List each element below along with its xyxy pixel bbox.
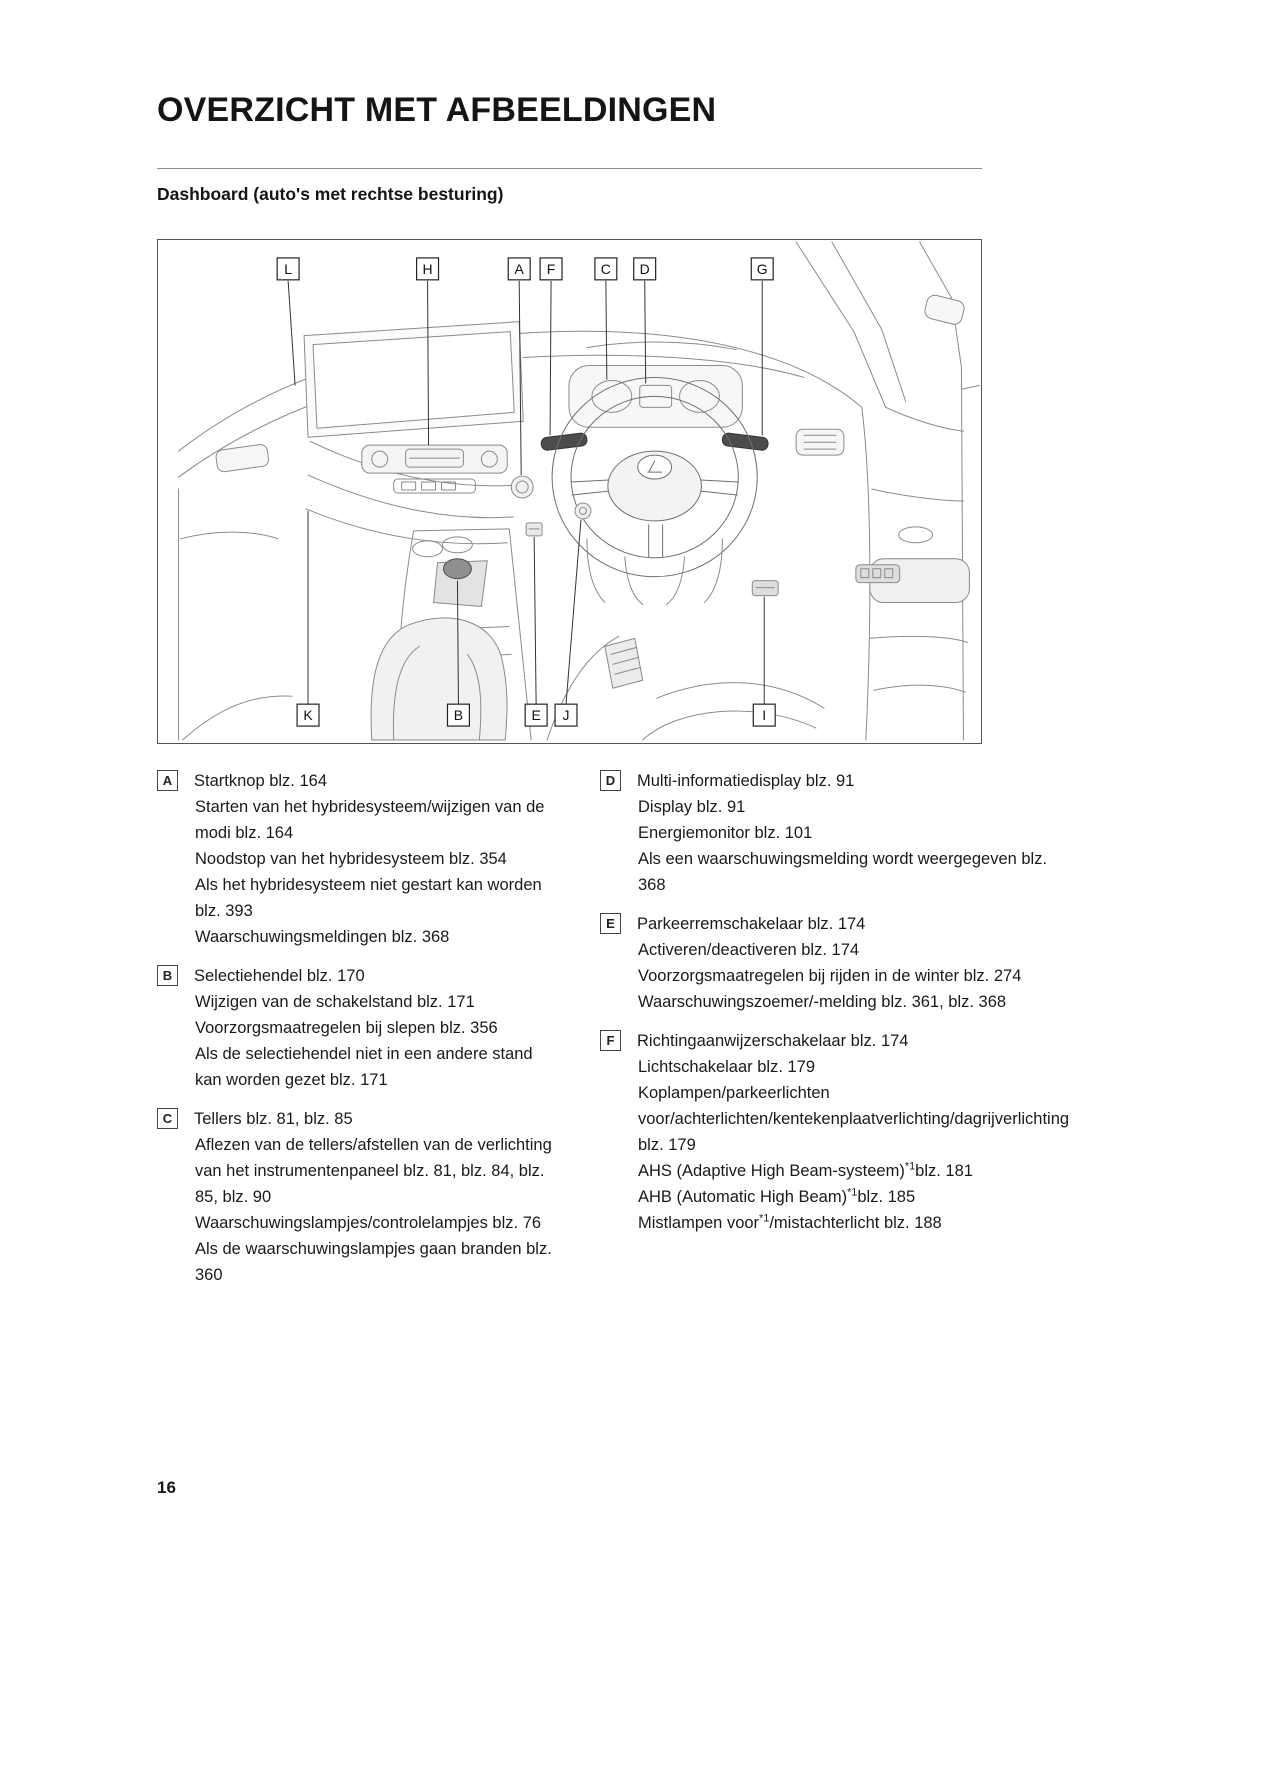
callout-letter: G <box>757 261 768 277</box>
legend-line: AHB (Automatic High Beam)*1blz. 185 <box>638 1186 916 1206</box>
legend-line: Starten van het hybridesysteem/wijzigen … <box>195 798 545 842</box>
legend-letter-box: D <box>600 770 621 791</box>
legend-section-D: D Multi-informatiedisplay blz. 91 Display … <box>600 768 1069 898</box>
legend-line: Als het hybridesysteem niet gestart kan … <box>195 876 542 920</box>
legend-letter-box: F <box>600 1030 621 1051</box>
legend-head: F Richtingaanwijzerschakelaar blz. 174 <box>600 1028 1069 1054</box>
callout-letter: H <box>423 261 433 277</box>
air-vent-right <box>795 428 845 456</box>
legend-line: Waarschuwingslampjes/controlelampjes blz… <box>195 1214 542 1232</box>
legend-head: A Startknop blz. 164 <box>157 768 554 794</box>
infotainment-screen <box>303 321 524 438</box>
legend-letter-box: A <box>157 770 178 791</box>
callout-letter: C <box>601 261 611 277</box>
legend-line: Waarschuwingszoemer/-melding blz. 361, b… <box>638 993 1007 1011</box>
dashboard-figure: L H A F C <box>157 239 982 744</box>
section-subtitle: Dashboard (auto's met rechtse besturing) <box>157 184 504 204</box>
figure-callout: I <box>752 703 776 727</box>
legend-line: Display blz. 91 <box>638 798 746 816</box>
legend-title: Tellers blz. 81, blz. 85 <box>194 1110 353 1128</box>
parking-brake-switch <box>525 522 543 537</box>
figure-callout: D <box>633 257 657 281</box>
figure-callout: C <box>594 257 618 281</box>
legend-line: Aflezen van de tellers/afstellen van de … <box>195 1136 552 1206</box>
legend-line: AHS (Adaptive High Beam-systeem)*1blz. 1… <box>638 1160 973 1180</box>
legend-letter-box: E <box>600 913 621 934</box>
legend-line: Noodstop van het hybridesysteem blz. 354 <box>195 850 507 868</box>
legend-title: Richtingaanwijzerschakelaar blz. 174 <box>637 1032 909 1050</box>
legend-section-C: C Tellers blz. 81, blz. 85 Aflezen van de … <box>157 1106 554 1288</box>
legend-letter-box: C <box>157 1108 178 1129</box>
figure-callout: B <box>446 703 470 727</box>
figure-callout: K <box>296 703 320 727</box>
pedal <box>604 637 644 689</box>
door-panel <box>855 406 970 741</box>
legend-title: Parkeerremschakelaar blz. 174 <box>637 915 866 933</box>
legend-line: Wijzigen van de schakelstand blz. 171 <box>195 993 475 1011</box>
air-vent-left <box>215 444 270 473</box>
callout-letter: K <box>303 707 313 723</box>
callout-letter: J <box>563 707 570 723</box>
callout-letter: B <box>454 707 463 723</box>
title-rule <box>157 168 982 169</box>
figure-callouts-top: L H A F C <box>276 257 774 281</box>
center-stack-controls <box>361 444 508 494</box>
page-number: 16 <box>157 1478 176 1497</box>
legend-letter-box: B <box>157 965 178 986</box>
lower-right-switch-panel <box>751 580 779 597</box>
legend-line: Mistlampen voor*1/mistachterlicht blz. 1… <box>638 1212 942 1232</box>
legend-line: Als een waarschuwingsmelding wordt weerg… <box>638 850 1048 894</box>
legend-line: Lichtschakelaar blz. 179 <box>638 1058 816 1076</box>
callout-leader-lines <box>287 280 765 705</box>
legend-title: Startknop blz. 164 <box>194 772 327 790</box>
lower-dash-knob <box>574 502 592 520</box>
figure-callout: A <box>507 257 531 281</box>
figure-callout: H <box>416 257 440 281</box>
dashboard-drawing <box>178 241 980 741</box>
figure-callout: J <box>554 703 578 727</box>
lexus-logo-icon <box>647 460 663 473</box>
steering-wheel <box>551 376 758 578</box>
legend-head: D Multi-informatiedisplay blz. 91 <box>600 768 1069 794</box>
legend-column-right: D Multi-informatiedisplay blz. 91 Display … <box>600 768 1069 1301</box>
figure-callouts-bottom: K B E J I <box>296 703 776 727</box>
start-button <box>510 475 534 499</box>
legend-line: Waarschuwingsmeldingen blz. 368 <box>195 928 450 946</box>
callout-letter: D <box>640 261 650 277</box>
callout-letter: F <box>547 261 556 277</box>
figure-callout: L <box>276 257 300 281</box>
legend-line: Als de waarschuwingslampjes gaan branden… <box>195 1240 552 1284</box>
figure-callout: F <box>539 257 563 281</box>
page-title: OVERZICHT MET AFBEELDINGEN <box>157 91 717 129</box>
legend-line: Energiemonitor blz. 101 <box>638 824 813 842</box>
callout-letter: I <box>762 707 766 723</box>
figure-callout: E <box>524 703 548 727</box>
legend-line: Koplampen/parkeerlichten voor/achterlich… <box>638 1084 1070 1154</box>
callout-letter: E <box>531 707 540 723</box>
legend-title: Selectiehendel blz. 170 <box>194 967 365 985</box>
legend-line: Als de selectiehendel niet in een andere… <box>195 1045 533 1089</box>
legend-head: C Tellers blz. 81, blz. 85 <box>157 1106 554 1132</box>
seat <box>370 617 508 741</box>
callout-letter: L <box>284 261 292 277</box>
legend-title: Multi-informatiedisplay blz. 91 <box>637 772 855 790</box>
legend-line: Voorzorgsmaatregelen bij slepen blz. 356 <box>195 1019 498 1037</box>
steering-stalks <box>540 432 769 451</box>
figure-callout: G <box>750 257 774 281</box>
legend-line: Voorzorgsmaatregelen bij rijden in de wi… <box>638 967 1022 985</box>
legend-head: E Parkeerremschakelaar blz. 174 <box>600 911 1069 937</box>
legend-line: Activeren/deactiveren blz. 174 <box>638 941 860 959</box>
callout-letter: A <box>515 261 525 277</box>
legend-head: B Selectiehendel blz. 170 <box>157 963 554 989</box>
